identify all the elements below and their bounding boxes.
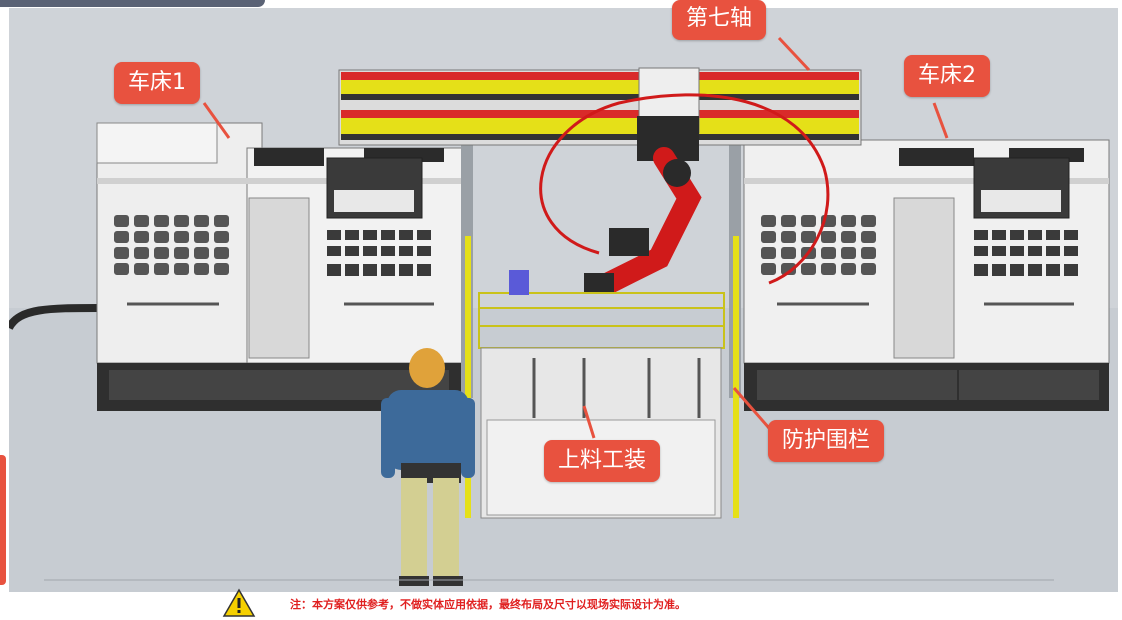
- lathe-1: [96, 122, 463, 411]
- robot-arm: [539, 93, 830, 294]
- callout-seventh-axis: 第七轴: [672, 0, 767, 40]
- callout-loading-fixture: 上料工装: [544, 440, 661, 482]
- side-tab: [0, 455, 6, 585]
- lathe-1-grille: [114, 215, 229, 275]
- callout-lathe-1: 车床1: [114, 62, 200, 104]
- lathe-2: [743, 139, 1110, 411]
- loading-fixture: [478, 270, 725, 519]
- footer-note: 注：本方案仅供参考，不做实体应用依据，最终布局及尺寸以现场实际设计为准。: [290, 598, 686, 611]
- lathe-2-grille: [761, 215, 876, 275]
- callout-lathe-2: 车床2: [904, 55, 990, 97]
- warning-triangle-icon: [222, 588, 256, 617]
- safety-fence: [465, 236, 739, 518]
- cell-drawing: [9, 36, 1110, 586]
- callout-safety-fence: 防护围栏: [768, 420, 885, 462]
- header-strip: [0, 0, 265, 7]
- operator-figure: [381, 348, 475, 586]
- cable: [9, 304, 100, 331]
- callout-pointers: [202, 36, 949, 439]
